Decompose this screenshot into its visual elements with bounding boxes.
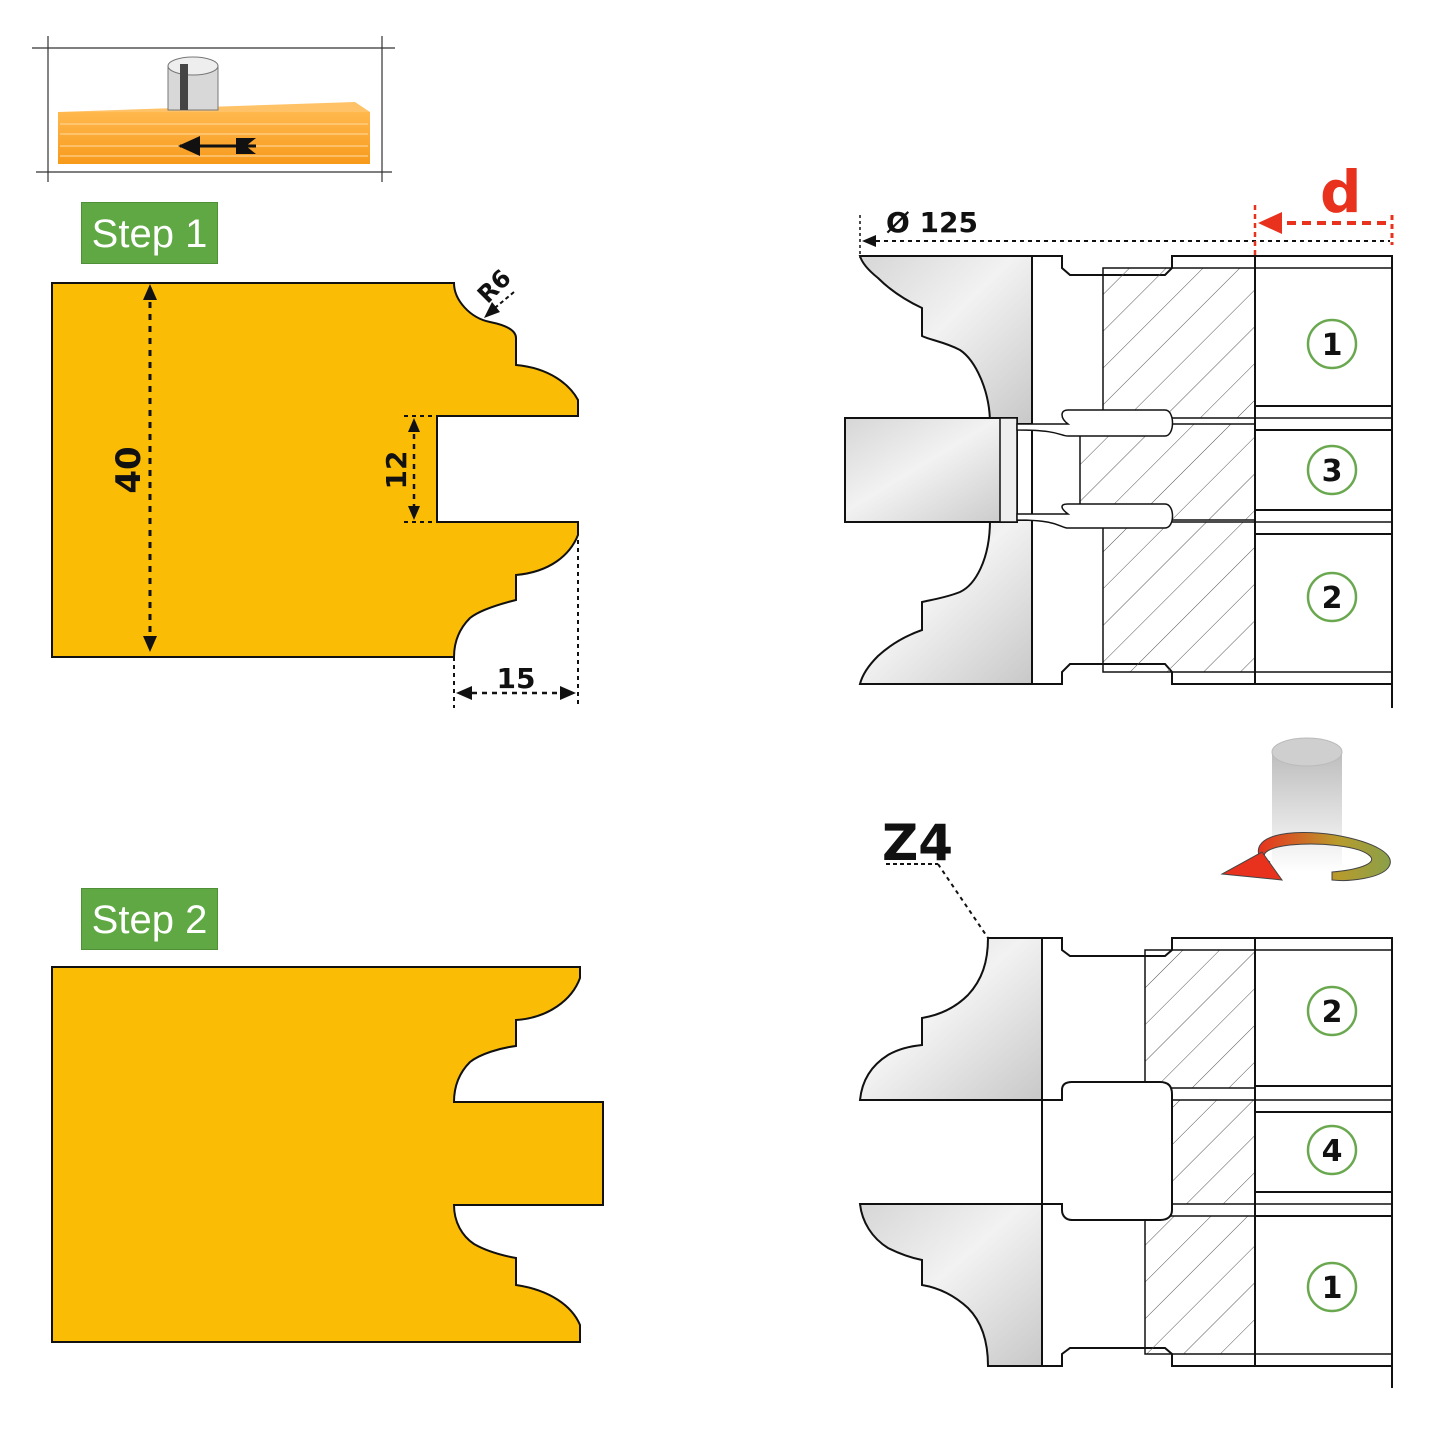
cutter-marker-label: 2 [1322, 581, 1343, 616]
dimension-radius: R6 [472, 264, 517, 318]
dimension-groove-label: 12 [380, 451, 413, 490]
wood-board [58, 112, 370, 164]
cutter-marker-bottom-2: 4 [1306, 1124, 1358, 1176]
cutter-marker-top-2: 3 [1306, 444, 1358, 496]
step-1-badge: Step 1 [81, 202, 218, 264]
step-1-workpiece-profile [51, 282, 579, 658]
dimension-height: 40 [109, 284, 157, 652]
cutter-marker-label: 2 [1322, 995, 1343, 1030]
cutter-marker-label: 3 [1322, 454, 1343, 489]
cutter-marker-bottom-3: 1 [1306, 1261, 1358, 1313]
machine-sketch-thumbnail [32, 36, 395, 182]
feed-direction-arrow-icon [178, 136, 256, 156]
cutter-marker-top-1: 1 [1306, 318, 1358, 370]
diameter-label: Ø 125 [886, 206, 978, 239]
cutter-marker-label: 1 [1322, 1271, 1343, 1306]
cutter-marker-label: 1 [1322, 328, 1343, 363]
dimension-groove: 12 [380, 415, 437, 523]
spacer-d-label: d [1320, 158, 1362, 226]
cutter-marker-bottom-1: 2 [1306, 985, 1358, 1037]
cutter-assembly-top: Ø 125 d [844, 158, 1394, 708]
step-2-workpiece-profile [51, 966, 604, 1343]
cutter-assembly-bottom [858, 937, 1393, 1388]
dimension-height-label: 40 [109, 446, 149, 493]
cutter-marker-label: 4 [1322, 1134, 1343, 1169]
rotation-icon [1220, 737, 1391, 881]
dimension-depth: 15 [453, 540, 579, 708]
step-2-badge: Step 2 [81, 888, 218, 950]
dimension-depth-label: 15 [497, 662, 536, 695]
cutter-marker-top-3: 2 [1306, 571, 1358, 623]
teeth-count-label: Z4 [882, 814, 953, 872]
dimension-radius-label: R6 [472, 264, 517, 309]
teeth-count: Z4 [882, 814, 989, 939]
cutter-head-sketch [167, 56, 219, 111]
